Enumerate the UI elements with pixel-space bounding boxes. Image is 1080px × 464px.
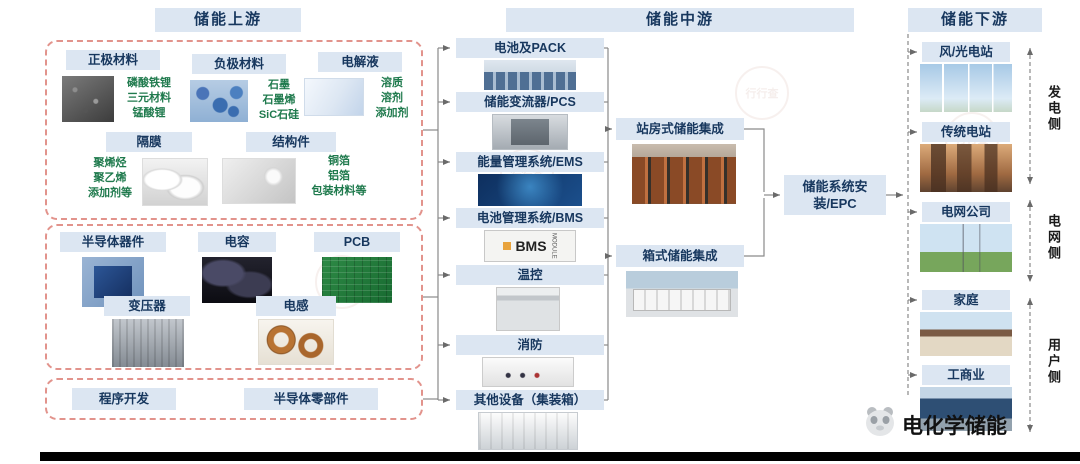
label-conventional-station: 传统电站	[922, 122, 1010, 142]
upstream-materials-group	[45, 40, 423, 220]
label-containerized-integration: 箱式储能集成	[616, 245, 744, 267]
watermark-text: 行行查	[745, 88, 779, 100]
electrolyte-sub-list: 溶质 溶剂 添加剂	[366, 76, 418, 121]
sub-item: 锰酸锂	[132, 107, 166, 119]
pcs-photo	[492, 114, 568, 150]
capacitor-photo	[202, 257, 272, 303]
label-anode-material: 负极材料	[192, 54, 286, 74]
fire-panel-photo	[482, 357, 574, 387]
sub-item: 添加剂	[375, 107, 409, 119]
wind-solar-photo	[920, 64, 1012, 112]
bms-module-text: MODULE	[550, 233, 557, 259]
battery-pack-photo	[484, 60, 576, 90]
thermal-unit-photo	[496, 287, 560, 331]
commercial-photo	[920, 387, 1012, 431]
sub-item: 铝箔	[328, 170, 350, 182]
label-pcb: PCB	[314, 232, 400, 252]
sub-item: 聚乙烯	[93, 172, 127, 184]
side-label-user: 用户侧	[1046, 338, 1061, 386]
header-midstream: 储能中游	[506, 8, 854, 32]
sub-item: 溶质	[381, 77, 403, 89]
label-structural-parts: 结构件	[246, 132, 336, 152]
sub-item: 聚烯烃	[93, 157, 127, 169]
footer-divider-bar	[40, 452, 1080, 461]
household-photo	[920, 312, 1012, 356]
sub-item: 石墨	[268, 79, 290, 91]
bms-photo: BMS MODULE	[484, 230, 576, 262]
sub-item: 石墨烯	[262, 94, 296, 106]
upstream-electronics-group	[45, 224, 423, 370]
structural-parts-photo	[222, 158, 296, 204]
label-semiconductor-components: 半导体零部件	[244, 388, 378, 410]
container-photo	[478, 412, 578, 450]
separator-sub-list: 聚烯烃 聚乙烯 添加剂等	[80, 156, 140, 201]
label-epc-installation: 储能系统安装/EPC	[784, 175, 886, 215]
station-integration-photo	[632, 144, 736, 204]
label-grid-company: 电网公司	[922, 202, 1010, 222]
label-capacitor: 电容	[198, 232, 276, 252]
label-household: 家庭	[922, 290, 1010, 310]
label-battery-pack: 电池及PACK	[456, 38, 604, 58]
label-software-development: 程序开发	[72, 388, 176, 410]
bms-board-text: BMS	[515, 238, 547, 254]
sub-item: 添加剂等	[88, 187, 132, 199]
conventional-plant-photo	[920, 144, 1012, 192]
label-fire-protection: 消防	[456, 335, 604, 355]
label-electrolyte: 电解液	[318, 52, 402, 72]
watermark-stamp: 行行查	[735, 66, 789, 120]
side-label-grid: 电网侧	[1046, 214, 1061, 262]
label-thermal-management: 温控	[456, 265, 604, 285]
label-transformer: 变压器	[104, 296, 190, 316]
anode-sub-list: 石墨 石墨烯 SiC石硅	[248, 78, 310, 123]
brand-name: 电化学储能	[902, 415, 1007, 438]
label-bms: 电池管理系统/BMS	[456, 208, 604, 228]
cathode-photo	[62, 76, 114, 122]
label-commercial-industrial: 工商业	[922, 365, 1010, 385]
side-label-generation: 发电侧	[1046, 85, 1061, 133]
label-pcs: 储能变流器/PCS	[456, 92, 604, 112]
ems-photo	[478, 174, 582, 206]
sub-item: 溶剂	[381, 92, 403, 104]
sub-item: 铜箔	[328, 155, 350, 167]
header-upstream: 储能上游	[155, 8, 301, 32]
transformer-photo	[112, 319, 184, 367]
structural-sub-list: 铜箔 铝箔 包装材料等	[300, 154, 378, 199]
sub-item: SiC石硅	[258, 109, 300, 121]
label-station-type-integration: 站房式储能集成	[616, 118, 744, 140]
anode-photo	[190, 80, 248, 122]
separator-photo	[142, 158, 208, 206]
sub-item: 包装材料等	[311, 185, 367, 197]
inductor-photo	[258, 319, 334, 365]
label-inductor: 电感	[256, 296, 336, 316]
label-separator: 隔膜	[106, 132, 192, 152]
grid-company-photo	[920, 224, 1012, 272]
header-downstream: 储能下游	[908, 8, 1042, 32]
pcb-photo	[322, 257, 392, 303]
electrolyte-photo	[304, 78, 364, 116]
upstream-others-group	[45, 378, 423, 420]
brand-logo-icon	[862, 404, 898, 443]
sub-item: 磷酸铁锂	[127, 77, 171, 89]
cathode-sub-list: 磷酸铁锂 三元材料 锰酸锂	[116, 76, 182, 121]
label-ems: 能量管理系统/EMS	[456, 152, 604, 172]
label-wind-solar-station: 风/光电站	[922, 42, 1010, 62]
label-semiconductor-devices: 半导体器件	[60, 232, 166, 252]
containerized-integration-photo	[626, 271, 738, 317]
label-other-equipment: 其他设备（集装箱）	[456, 390, 604, 410]
sub-item: 三元材料	[127, 92, 171, 104]
label-cathode-material: 正极材料	[66, 50, 160, 70]
bms-chip-graphic	[503, 242, 512, 250]
